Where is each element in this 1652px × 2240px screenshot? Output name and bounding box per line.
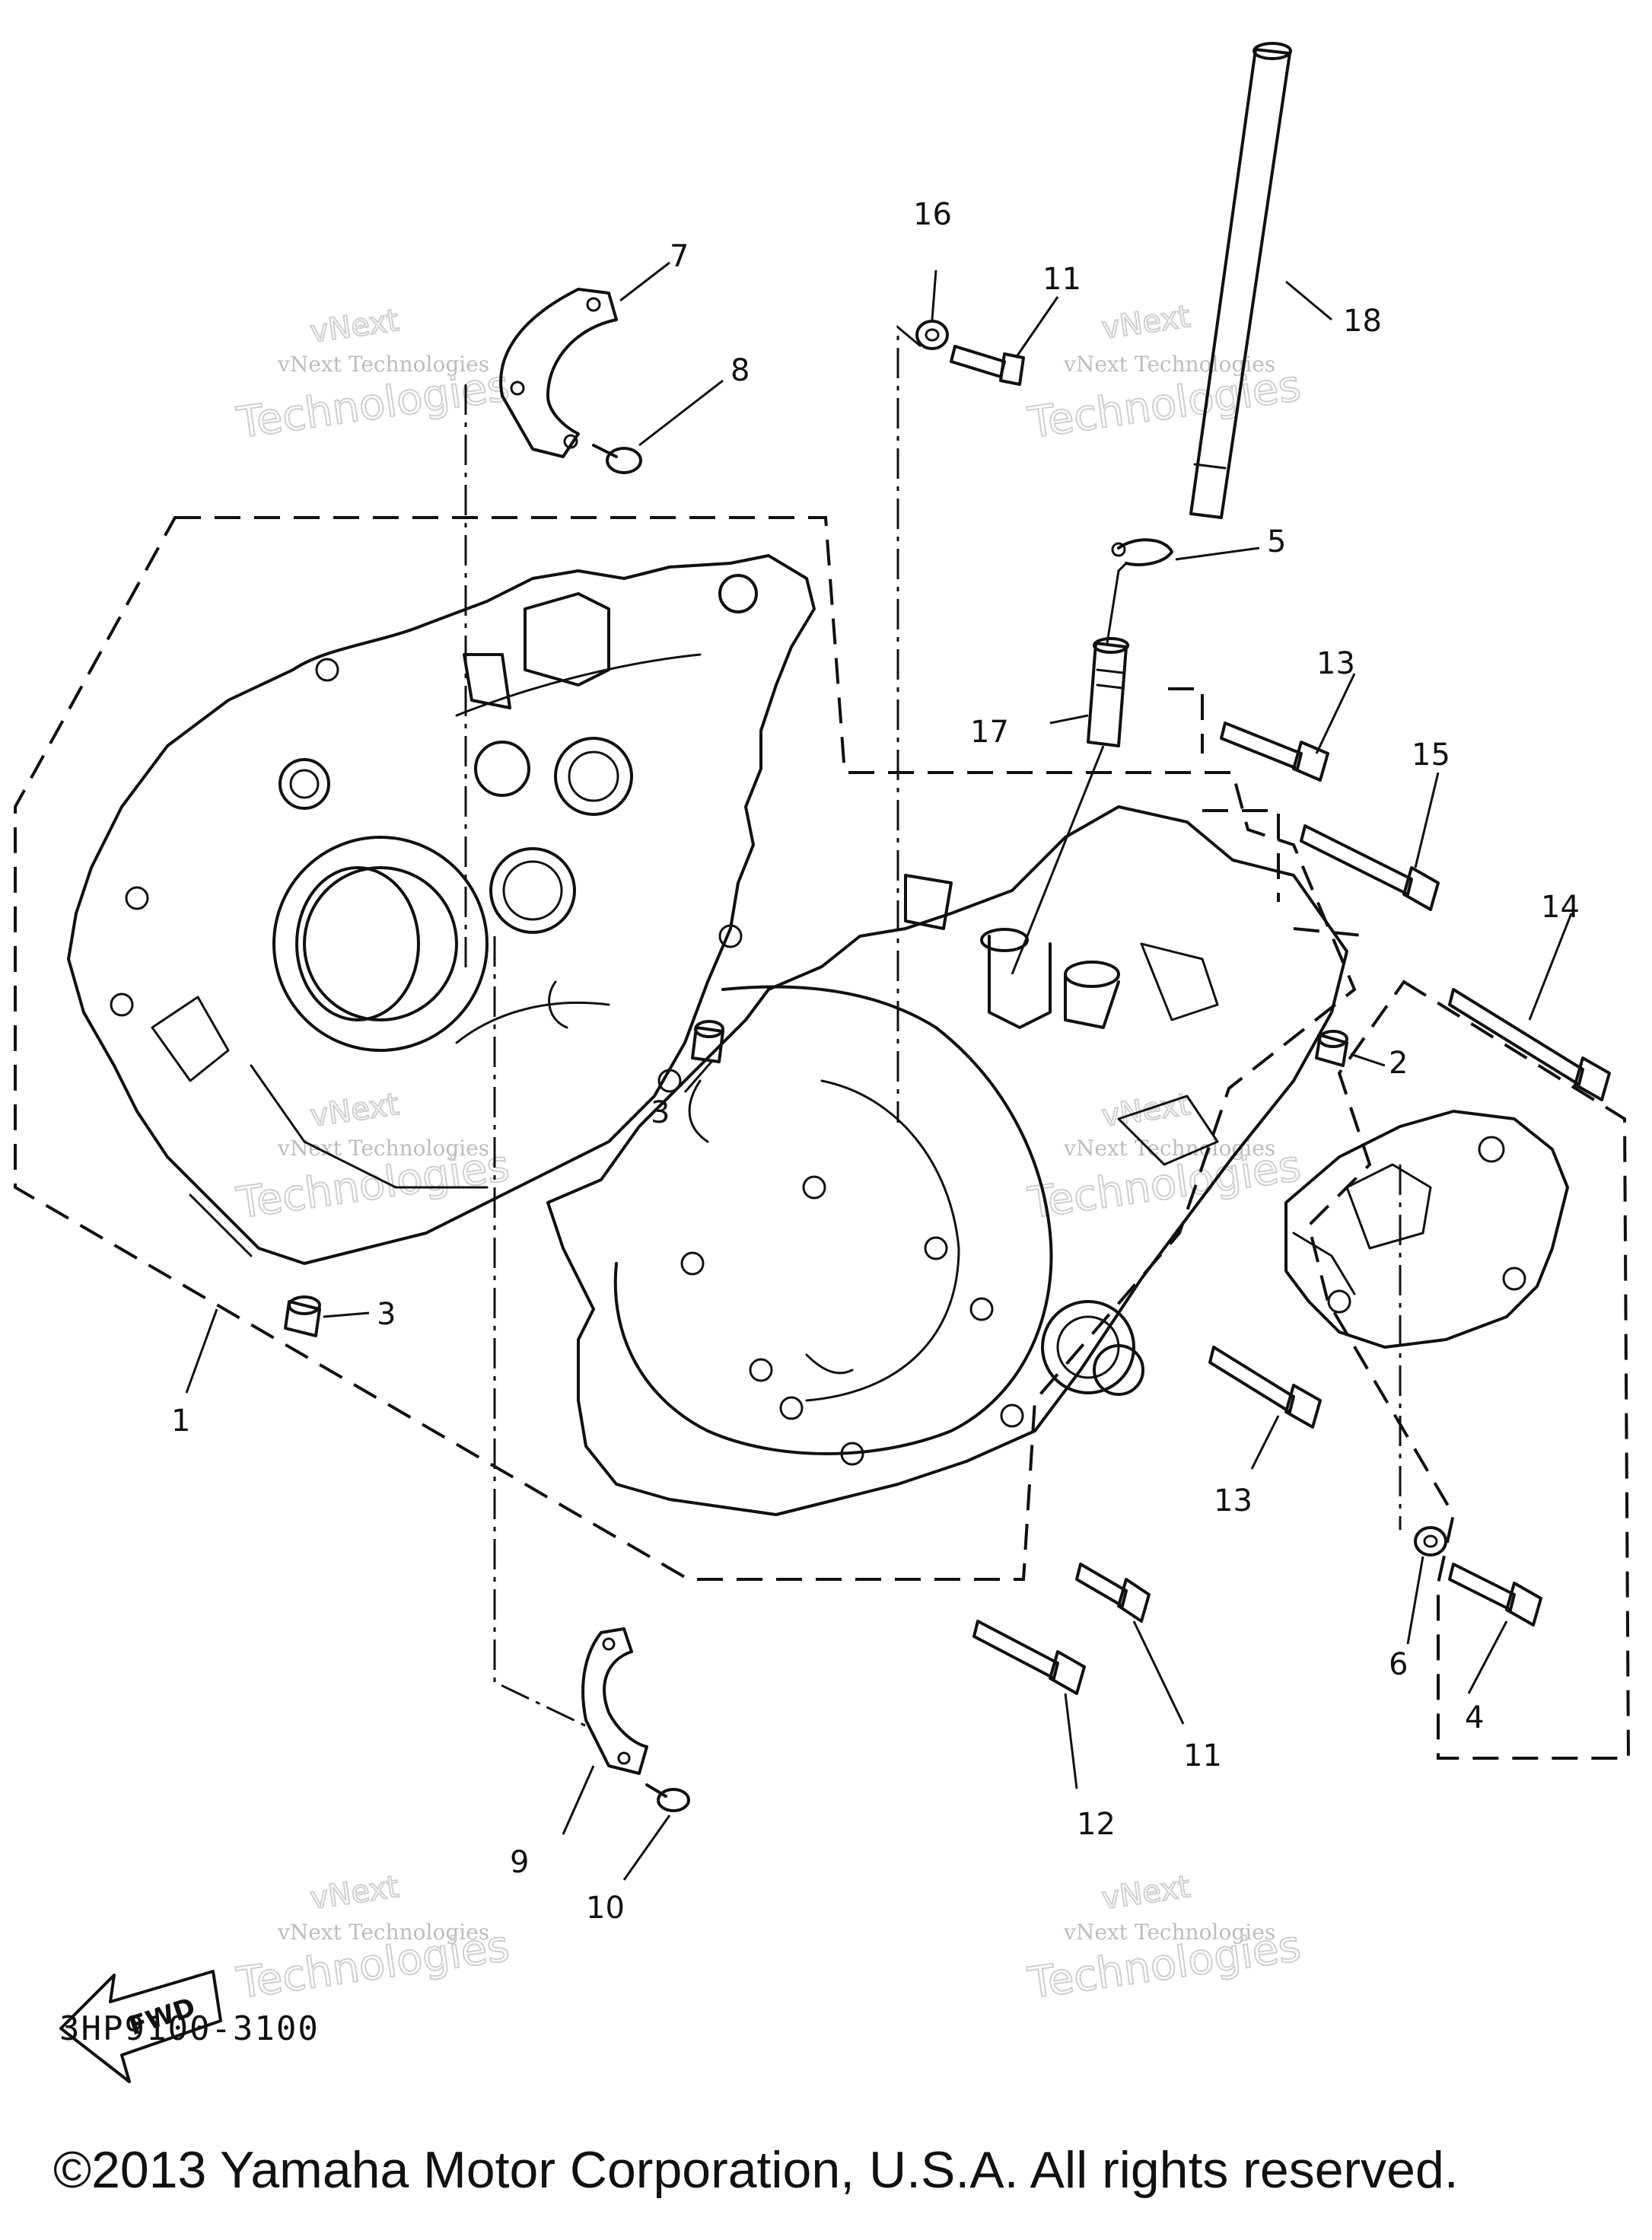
screw-8 — [592, 444, 642, 474]
bearing-retainer-bottom — [581, 1627, 648, 1775]
bolt-11-bottom — [1075, 1563, 1151, 1623]
callout-13-top: 13 — [1316, 646, 1355, 681]
svg-text:vNext Technologies: vNext Technologies — [1063, 352, 1275, 377]
watermark-bottom-right: vNext vNext Technologies Technologies — [1024, 1869, 1304, 2009]
bolt-group-outline — [1168, 687, 1370, 938]
callout-13-bottom: 13 — [1214, 1483, 1253, 1518]
svg-text:vNext: vNext — [1100, 1869, 1192, 1917]
callout-2: 2 — [1389, 1046, 1408, 1081]
callout-17: 17 — [970, 715, 1009, 750]
bolt-12 — [972, 1620, 1086, 1695]
watermark-mid-right: vNext vNext Technologies Technologies — [1024, 1086, 1304, 1229]
washer-6 — [1414, 1526, 1447, 1557]
crankcase-assembly-outline — [14, 516, 1357, 1581]
svg-text:vNext Technologies: vNext Technologies — [1063, 1920, 1275, 1945]
right-crankcase-half — [546, 805, 1348, 1516]
dowel-3-left — [284, 1295, 321, 1337]
callout-10: 10 — [586, 1891, 625, 1926]
callout-14: 14 — [1541, 890, 1580, 925]
callout-11-top: 11 — [1042, 262, 1081, 297]
breather-fitting — [1011, 562, 1129, 975]
bolt-11-top — [950, 345, 1025, 386]
dowel-2 — [1315, 1030, 1348, 1067]
screw-10 — [645, 1783, 690, 1812]
callout-1: 1 — [171, 1404, 190, 1439]
svg-text:vNext: vNext — [1100, 299, 1192, 346]
left-crankcase-half — [67, 554, 816, 1265]
watermark-bottom-left: vNext vNext Technologies Technologies — [233, 1869, 513, 2009]
svg-text:vNext: vNext — [308, 1869, 401, 1917]
callout-3-center: 3 — [651, 1095, 670, 1130]
bearing-retainer-top — [499, 288, 618, 458]
washer-16 — [915, 320, 949, 350]
callout-5: 5 — [1267, 524, 1286, 559]
alignment-line-center — [896, 324, 921, 1123]
callout-18: 18 — [1343, 304, 1382, 339]
bolt-13-top — [1220, 722, 1329, 782]
callout-6: 6 — [1389, 1647, 1408, 1682]
callout-15: 15 — [1412, 738, 1450, 773]
hose-clip — [1111, 538, 1173, 566]
bearing-housing — [1284, 1110, 1569, 1349]
alignment-line-left — [464, 384, 590, 1729]
svg-text:vNext Technologies: vNext Technologies — [277, 352, 489, 377]
callout-8: 8 — [731, 353, 750, 388]
bearing-housing-outline — [1307, 980, 1631, 1760]
svg-text:vNext: vNext — [308, 1087, 401, 1134]
diagram-code: 3HP9100-3100 — [59, 2009, 320, 2048]
watermark-top-right: vNext vNext Technologies Technologies — [1024, 298, 1304, 449]
dowel-3-center — [691, 1020, 724, 1063]
bolt-13-bottom — [1208, 1346, 1322, 1429]
bolt-4 — [1448, 1563, 1542, 1627]
callout-11-bottom: 11 — [1183, 1738, 1222, 1773]
leader-lines — [185, 261, 1573, 1881]
svg-text:vNext Technologies: vNext Technologies — [277, 1920, 489, 1945]
callout-12: 12 — [1077, 1807, 1116, 1842]
watermark-mid-left: vNext vNext Technologies Technologies — [233, 1086, 513, 1229]
svg-text:vNext: vNext — [308, 303, 401, 350]
copyright-notice: ©2013 Yamaha Motor Corporation, U.S.A. A… — [53, 2141, 1459, 2199]
callout-3-left: 3 — [377, 1297, 396, 1332]
breather-hose — [1189, 42, 1292, 519]
callout-16: 16 — [913, 197, 952, 232]
svg-text:vNext Technologies: vNext Technologies — [277, 1136, 489, 1161]
callout-numbers: 1 2 3 3 4 5 6 7 8 9 10 11 11 12 13 13 14… — [171, 197, 1580, 1926]
bolt-14 — [1448, 988, 1611, 1101]
watermark-top-left: vNext vNext Technologies Technologies — [233, 302, 513, 449]
callout-4: 4 — [1465, 1700, 1484, 1735]
callout-9: 9 — [510, 1845, 529, 1880]
callout-7: 7 — [670, 239, 689, 274]
bolt-15 — [1300, 824, 1440, 911]
